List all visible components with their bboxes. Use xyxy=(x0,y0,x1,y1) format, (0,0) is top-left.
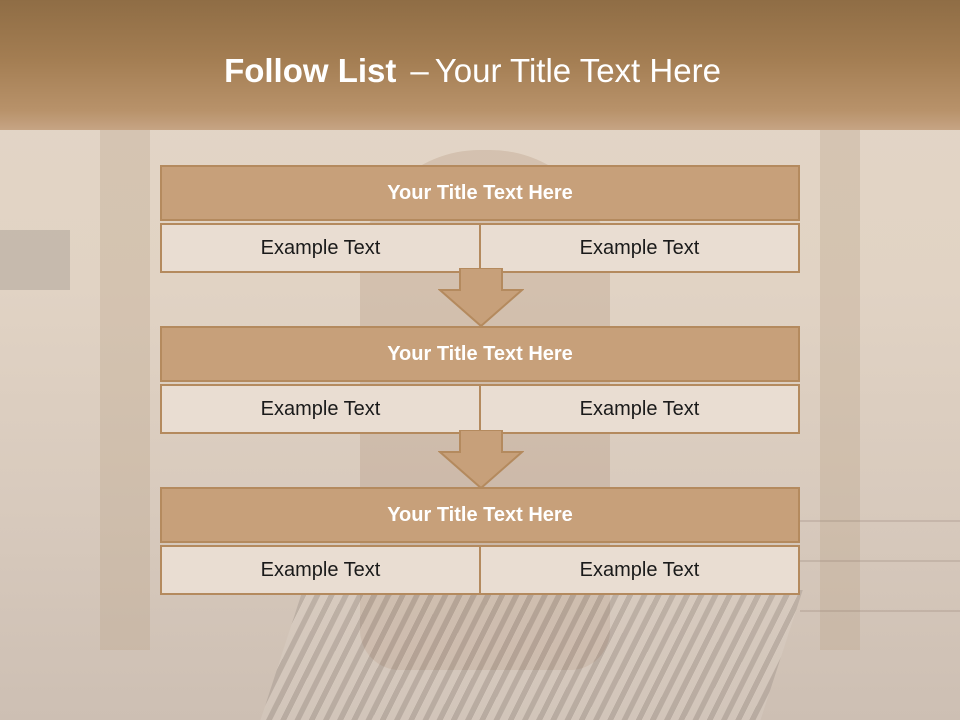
list-block-1: Your Title Text Here Example Text Exampl… xyxy=(160,165,800,273)
slide-title-text: Your Title Text Here xyxy=(434,52,721,89)
down-arrow-icon xyxy=(438,430,524,490)
slide-title: Follow List–Your Title Text Here xyxy=(0,52,945,90)
block-cell-left: Example Text xyxy=(160,384,480,434)
block-cell-right: Example Text xyxy=(480,545,800,595)
list-block-3: Your Title Text Here Example Text Exampl… xyxy=(160,487,800,595)
block-row: Example Text Example Text xyxy=(160,384,800,434)
block-title: Your Title Text Here xyxy=(160,165,800,221)
block-cell-right: Example Text xyxy=(480,223,800,273)
block-cell-left: Example Text xyxy=(160,223,480,273)
block-row: Example Text Example Text xyxy=(160,545,800,595)
block-cell-right: Example Text xyxy=(480,384,800,434)
down-arrow-icon xyxy=(438,268,524,328)
title-banner: Follow List–Your Title Text Here xyxy=(0,0,960,130)
slide-title-bold: Follow List xyxy=(224,52,397,89)
block-cell-left: Example Text xyxy=(160,545,480,595)
list-block-2: Your Title Text Here Example Text Exampl… xyxy=(160,326,800,434)
block-title: Your Title Text Here xyxy=(160,326,800,382)
block-title: Your Title Text Here xyxy=(160,487,800,543)
slide-title-separator: – xyxy=(410,52,429,89)
block-row: Example Text Example Text xyxy=(160,223,800,273)
